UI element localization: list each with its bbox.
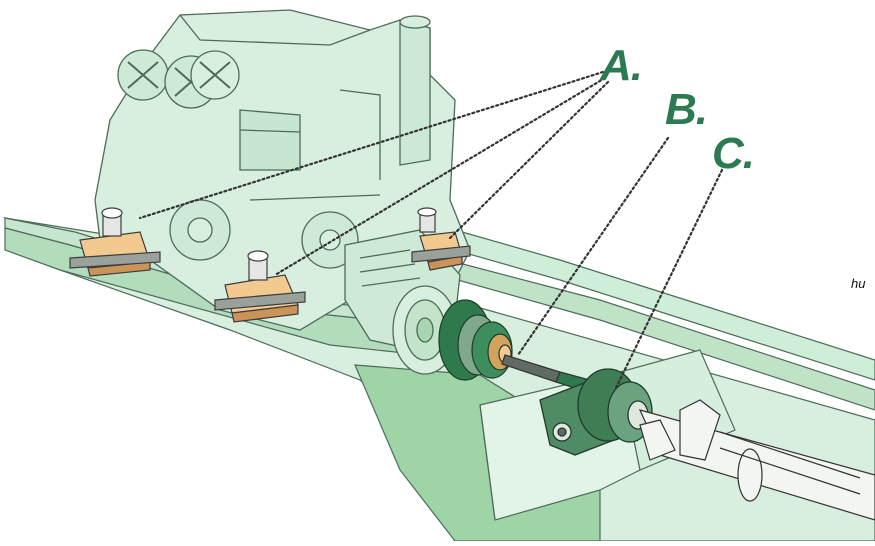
engine-mount-right [411, 207, 471, 271]
shaft-bearing [539, 368, 653, 456]
engine-mount-left [69, 207, 161, 277]
flexible-coupling [438, 299, 513, 381]
engine-mount-center [214, 250, 306, 323]
side-note-text: hu [851, 276, 866, 291]
leader-b-coupling [516, 136, 670, 357]
leader-a-right-mount [446, 80, 610, 242]
stern-tube [638, 399, 875, 521]
leader-a-left-mount [138, 70, 605, 220]
leader-lines [138, 70, 724, 392]
callout-c-label: C. [712, 129, 755, 178]
leader-a-center-mount [273, 76, 607, 277]
callout-a-label: A. [600, 41, 643, 90]
callout-b-label: B. [665, 85, 708, 134]
leader-c-bearing [613, 168, 724, 392]
